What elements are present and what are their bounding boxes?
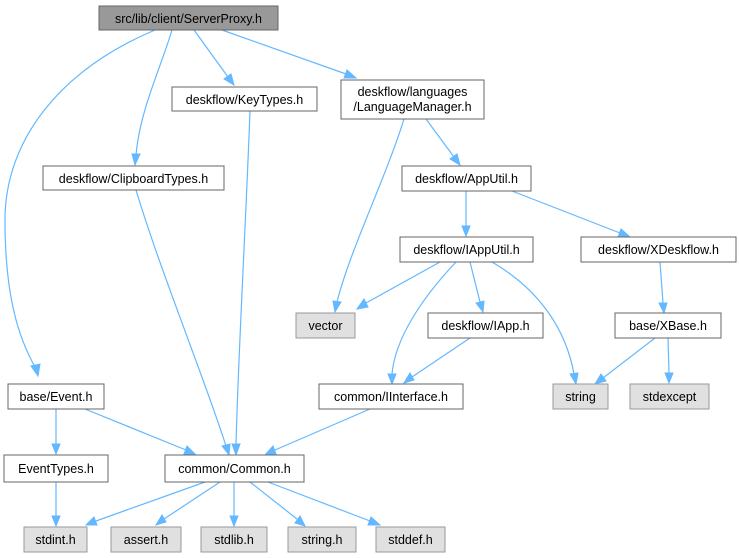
node-iapputil[interactable]: deskflow/IAppUtil.h [399,236,534,263]
node-label: string [565,390,596,404]
node-event[interactable]: base/Event.h [7,383,105,410]
edge-xdeskflow-to-xbase [658,261,668,315]
node-label: deskflow/KeyTypes.h [186,93,303,107]
node-label-line2: /LanguageManager.h [353,100,471,114]
edge-iapp-to-iinterface [402,337,471,384]
node-label: base/Event.h [20,390,93,404]
node-xdeskflow[interactable]: deskflow/XDeskflow.h [580,236,737,263]
edge-event-to-eventtypes [51,409,61,456]
node-assert[interactable]: assert.h [110,526,182,553]
node-label: stdexcept [643,390,697,404]
edge-common-to-stdint [84,481,206,526]
node-vector[interactable]: vector [295,312,356,339]
node-label: stdint.h [35,533,75,547]
node-eventtypes[interactable]: EventTypes.h [3,454,109,483]
node-stdint[interactable]: stdint.h [23,526,88,553]
node-stdlib[interactable]: stdlib.h [200,526,268,553]
node-stdexcept[interactable]: stdexcept [629,383,710,410]
node-label: deskflow/XDeskflow.h [598,243,719,257]
edge-common-to-stringh [249,481,306,527]
edge-xbase-to-stdexcept [664,337,674,385]
edge-serverproxy-to-event [4,29,156,378]
node-keytypes[interactable]: deskflow/KeyTypes.h [171,86,318,112]
node-iapp[interactable]: deskflow/IApp.h [427,312,544,339]
edge-serverproxy-to-clipboardtypes [131,29,173,167]
node-label: common/Common.h [178,462,291,476]
edge-apputil-to-xdeskflow [511,190,632,238]
edge-serverproxy-to-languagemanager [221,29,358,79]
edge-iinterface-to-common [263,408,371,456]
node-label: common/IInterface.h [334,390,448,404]
edge-eventtypes-to-stdint [51,482,61,528]
edge-languagemanager-to-vector [332,118,405,314]
node-label: string.h [302,533,343,547]
node-label: deskflow/AppUtil.h [415,172,518,186]
node-common[interactable]: common/Common.h [164,454,305,483]
edge-clipboardtypes-to-common [135,189,231,457]
node-label: EventTypes.h [18,462,94,476]
node-string[interactable]: string [552,383,609,410]
node-stringh[interactable]: string.h [287,526,357,553]
node-xbase[interactable]: base/XBase.h [614,312,722,339]
node-languagemanager[interactable]: deskflow/languages /LanguageManager.h [340,79,485,120]
edge-event-to-common [84,408,198,456]
edge-iapputil-to-iapp [469,261,485,314]
node-label: vector [308,319,342,333]
node-label: stdlib.h [214,533,254,547]
node-label: deskflow/IApp.h [441,319,529,333]
node-label: stddef.h [388,533,433,547]
edge-common-to-assert [154,481,221,526]
node-stddef[interactable]: stddef.h [375,526,446,553]
edge-common-to-stdlib [229,482,239,528]
node-label: base/XBase.h [629,319,707,333]
node-iinterface[interactable]: common/IInterface.h [318,383,464,410]
edge-xbase-to-string [593,337,656,385]
edge-serverproxy-to-keytypes [193,29,235,87]
edge-iapputil-to-string [491,261,579,386]
edge-apputil-to-iapputil [461,191,471,238]
node-label: assert.h [124,533,169,547]
node-serverproxy[interactable]: src/lib/client/ServerProxy.h [98,5,279,31]
edge-iapputil-to-iinterface [387,261,457,386]
edge-keytypes-to-common [231,110,251,457]
node-label-line1: deskflow/languages [358,85,468,99]
node-clipboardtypes[interactable]: deskflow/ClipboardTypes.h [42,165,225,191]
node-label: deskflow/IAppUtil.h [413,243,519,257]
node-label: src/lib/client/ServerProxy.h [115,12,262,26]
node-label: deskflow/ClipboardTypes.h [59,172,208,186]
node-apputil[interactable]: deskflow/AppUtil.h [401,165,532,192]
edge-languagemanager-to-apputil [425,118,461,167]
edge-common-to-stddef [267,481,382,526]
edge-iapputil-to-vector [355,261,441,310]
